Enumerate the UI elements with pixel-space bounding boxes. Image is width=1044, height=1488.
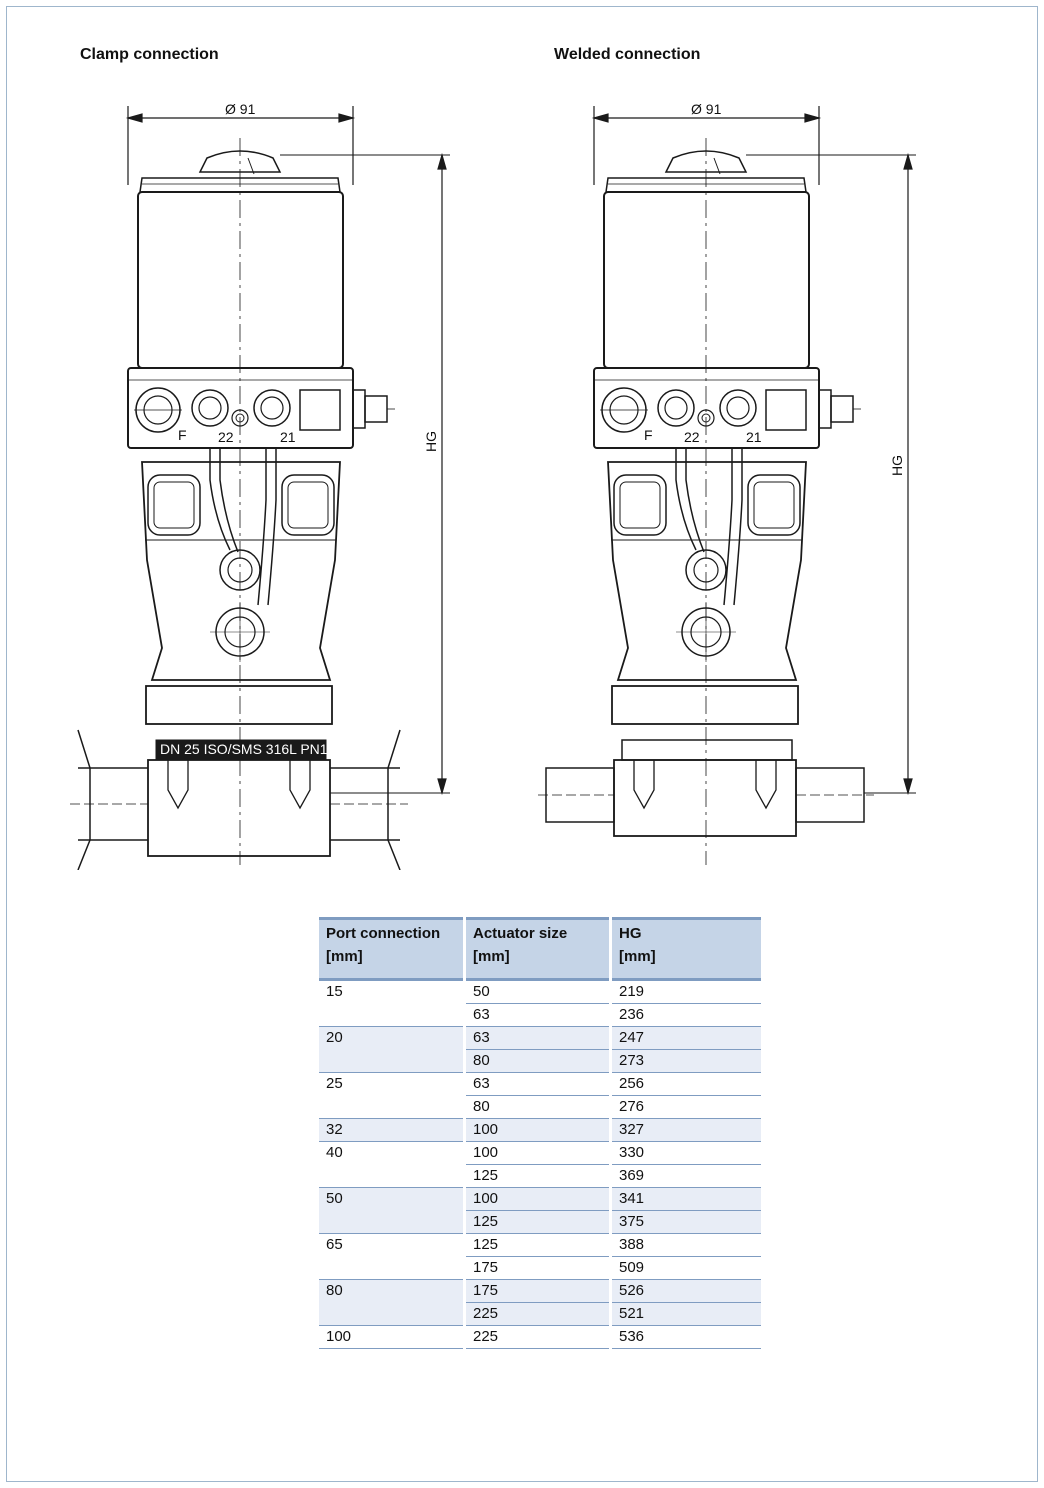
cell-hg: 236 — [612, 1004, 761, 1027]
cell-hg: 526 — [612, 1280, 761, 1303]
diameter-dimension-label: Ø 91 — [225, 101, 256, 117]
cell-hg: 256 — [612, 1073, 761, 1096]
cell-actuator-size: 125 — [466, 1234, 609, 1257]
cell-port-connection: 20 — [319, 1027, 463, 1050]
page-frame — [6, 6, 1038, 1482]
welded-connection-drawing: Ø 91 HG F 22 21 — [538, 101, 916, 865]
clamp-marking-text: DN 25 ISO/SMS 316L PN16 — [160, 741, 336, 757]
cell-actuator-size: 225 — [466, 1326, 609, 1349]
cell-hg: 330 — [612, 1142, 761, 1165]
clamp-connection-drawing: Ø 91 HG F 22 21 DN 25 ISO/SMS 316L PN16 — [70, 101, 450, 870]
cell-hg: 369 — [612, 1165, 761, 1188]
cell-hg: 536 — [612, 1326, 761, 1349]
cell-actuator-size: 63 — [466, 1073, 609, 1096]
cell-actuator-size: 100 — [466, 1119, 609, 1142]
cell-actuator-size: 50 — [466, 981, 609, 1004]
cell-hg: 521 — [612, 1303, 761, 1326]
table-header-row: Port connection [mm] Actuator size [mm] HG… — [319, 917, 761, 981]
dimension-table-container: Port connection [mm] Actuator size [mm] HG… — [316, 917, 764, 1349]
cell-port-connection: 25 — [326, 1075, 343, 1092]
cell-port-connection — [319, 1257, 463, 1280]
cell-port-connection: 80 — [319, 1280, 463, 1303]
header-label: Port connection — [326, 925, 441, 942]
cell-hg: 219 — [612, 981, 761, 1004]
cell-actuator-size: 80 — [466, 1096, 609, 1119]
port-label-f: F — [644, 427, 653, 443]
cell-actuator-size: 100 — [466, 1188, 609, 1211]
cell-hg: 327 — [612, 1119, 761, 1142]
cell-port-connection: 32 — [319, 1119, 463, 1142]
cell-port-connection — [319, 1004, 463, 1027]
cell-actuator-size: 175 — [466, 1280, 609, 1303]
header-port-connection: Port connection [mm] — [319, 917, 463, 981]
cell-actuator-size: 63 — [466, 1027, 609, 1050]
cell-port-connection: 50 — [319, 1188, 463, 1211]
header-actuator-size: Actuator size [mm] — [466, 917, 609, 981]
cell-port-connection: 15 — [326, 983, 343, 1000]
port-label-21: 21 — [746, 429, 762, 445]
cell-actuator-size: 80 — [466, 1050, 609, 1073]
header-unit: [mm] — [473, 948, 510, 965]
port-label-f: F — [178, 427, 187, 443]
cell-port-connection — [319, 1303, 463, 1326]
cell-actuator-size: 125 — [466, 1211, 609, 1234]
cell-port-connection — [319, 1050, 463, 1073]
height-dimension-label: HG — [423, 431, 439, 452]
cell-hg: 388 — [612, 1234, 761, 1257]
cell-hg: 247 — [612, 1027, 761, 1050]
cell-port-connection — [319, 1096, 463, 1119]
header-unit: [mm] — [326, 948, 363, 965]
header-unit: [mm] — [619, 948, 656, 965]
cell-hg: 273 — [612, 1050, 761, 1073]
header-label: Actuator size — [473, 925, 568, 942]
dimension-table: Port connection [mm] Actuator size [mm] HG… — [316, 917, 764, 1349]
cell-port-connection — [319, 1165, 463, 1188]
cell-hg: 509 — [612, 1257, 761, 1280]
header-hg: HG [mm] — [612, 917, 761, 981]
cell-hg: 276 — [612, 1096, 761, 1119]
cell-hg: 341 — [612, 1188, 761, 1211]
cell-actuator-size: 175 — [466, 1257, 609, 1280]
cell-port-connection — [319, 1211, 463, 1234]
cell-actuator-size: 63 — [466, 1004, 609, 1027]
cell-actuator-size: 225 — [466, 1303, 609, 1326]
header-label: HG — [619, 925, 642, 942]
port-label-22: 22 — [218, 429, 234, 445]
cell-actuator-size: 125 — [466, 1165, 609, 1188]
port-label-22: 22 — [684, 429, 700, 445]
cell-port-connection: 65 — [326, 1236, 343, 1253]
height-dimension-label: HG — [889, 455, 905, 476]
cell-port-connection: 100 — [319, 1326, 463, 1349]
cell-hg: 375 — [612, 1211, 761, 1234]
cell-actuator-size: 100 — [466, 1142, 609, 1165]
welded-connection-heading: Welded connection — [554, 46, 701, 63]
port-label-21: 21 — [280, 429, 296, 445]
clamp-connection-heading: Clamp connection — [80, 46, 219, 63]
diameter-dimension-label: Ø 91 — [691, 101, 722, 117]
cell-port-connection: 40 — [326, 1144, 343, 1161]
